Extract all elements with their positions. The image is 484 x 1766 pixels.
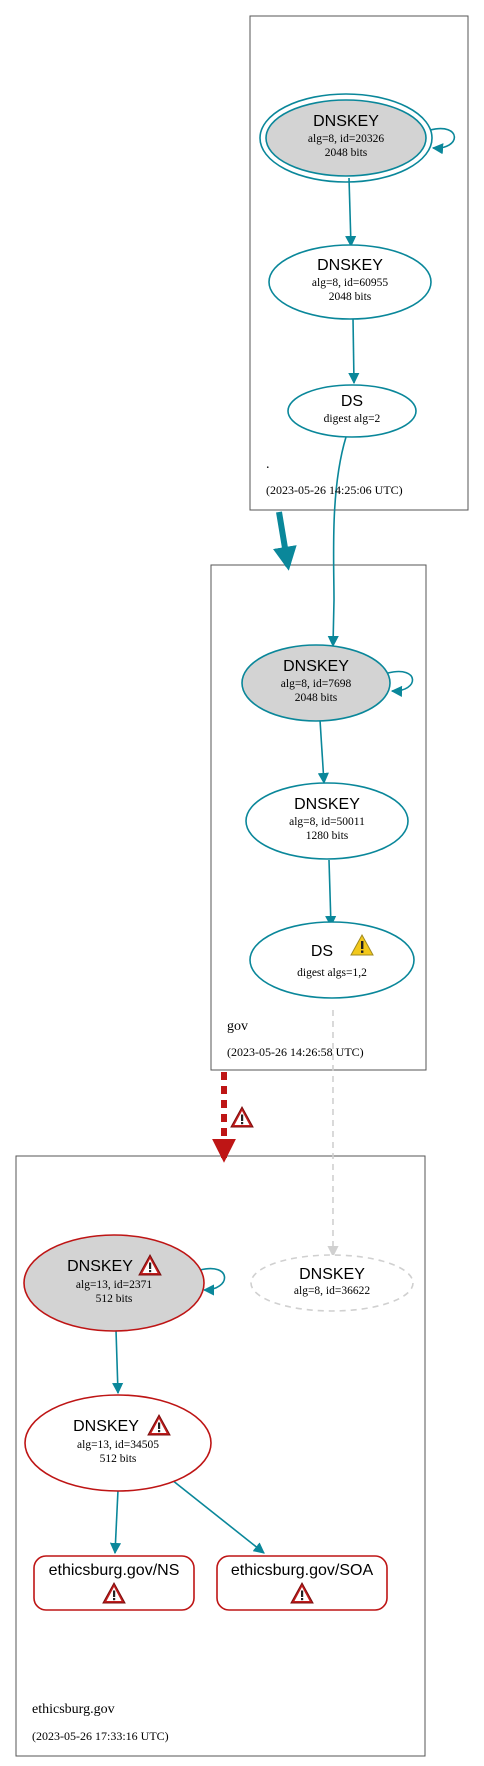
- edge-gov-ksk-zsk: [317, 719, 329, 785]
- node-root-ksk-bits: 2048 bits: [325, 147, 368, 159]
- error-icon: [102, 1581, 126, 1604]
- node-eth-zsk-bits: 512 bits: [100, 1453, 137, 1465]
- node-eth-soa-title: ethicsburg.gov/SOA: [231, 1562, 374, 1579]
- error-icon: [147, 1413, 171, 1436]
- node-root-ksk-alg: alg=8, id=20326: [308, 133, 384, 145]
- node-eth-zsk-alg: alg=13, id=34505: [77, 1439, 159, 1451]
- node-gov-ksk-alg: alg=8, id=7698: [281, 678, 352, 690]
- node-eth-zsk-title: DNSKEY: [73, 1418, 139, 1435]
- node-gov-ds[interactable]: DS digest algs=1,2: [249, 921, 415, 999]
- zone-ethicsburg-name: ethicsburg.gov: [32, 1702, 115, 1717]
- node-gov-zsk-title: DNSKEY: [294, 796, 360, 813]
- node-eth-ns[interactable]: ethicsburg.gov/NS: [33, 1555, 195, 1611]
- zone-box-gov: [210, 564, 427, 1071]
- edge-eth-zsk-ns: [109, 1489, 122, 1555]
- zone-gov-timestamp: (2023-05-26 14:26:58 UTC): [227, 1045, 364, 1059]
- zone-root-timestamp: (2023-05-26 14:25:06 UTC): [266, 483, 403, 497]
- error-icon: [290, 1581, 314, 1604]
- edge-gov-zsk-ds: [325, 859, 337, 928]
- node-gov-zsk[interactable]: DNSKEY alg=8, id=50011 1280 bits: [245, 782, 409, 860]
- node-gov-zsk-alg: alg=8, id=50011: [289, 816, 365, 828]
- node-eth-ksk-title: DNSKEY: [67, 1258, 133, 1275]
- node-eth-ksk-alg: alg=13, id=2371: [76, 1279, 152, 1291]
- zone-ethicsburg-timestamp: (2023-05-26 17:33:16 UTC): [32, 1729, 169, 1743]
- edge-eth-zsk-soa: [171, 1479, 265, 1554]
- zone-root-name: .: [266, 457, 270, 472]
- node-gov-ksk-title: DNSKEY: [283, 658, 349, 675]
- edge-root-ksk-zsk: [345, 177, 357, 248]
- node-gov-ksk[interactable]: DNSKEY alg=8, id=7698 2048 bits: [241, 644, 391, 722]
- node-root-zsk-bits: 2048 bits: [329, 291, 372, 303]
- edge-eth-ksk-zsk: [112, 1329, 124, 1395]
- node-gov-zsk-bits: 1280 bits: [306, 830, 349, 842]
- node-eth-missing-dnskey[interactable]: DNSKEY alg=8, id=36622: [250, 1254, 414, 1312]
- edge-root-zsk-ds: [348, 317, 360, 385]
- node-root-ds-alg: digest alg=2: [324, 413, 381, 425]
- node-root-ksk-title: DNSKEY: [313, 113, 379, 130]
- node-eth-soa[interactable]: ethicsburg.gov/SOA: [216, 1555, 388, 1611]
- node-root-ds[interactable]: DS digest alg=2: [287, 384, 417, 438]
- node-gov-ds-title: DS: [311, 943, 333, 960]
- node-gov-ds-alg: digest algs=1,2: [297, 967, 367, 979]
- zone-gov-name: gov: [227, 1019, 248, 1034]
- zone-box-root: [249, 15, 469, 511]
- warning-icon: [350, 933, 374, 956]
- node-root-zsk[interactable]: DNSKEY alg=8, id=60955 2048 bits: [268, 244, 432, 320]
- edge-eth-ksk-self: [199, 1267, 226, 1296]
- node-eth-missing-alg: alg=8, id=36622: [294, 1285, 370, 1297]
- node-eth-ns-title: ethicsburg.gov/NS: [49, 1562, 180, 1579]
- node-gov-ksk-bits: 2048 bits: [295, 692, 338, 704]
- edge-delegation-root-gov: [273, 511, 297, 571]
- node-root-zsk-alg: alg=8, id=60955: [312, 277, 388, 289]
- node-root-zsk-title: DNSKEY: [317, 257, 383, 274]
- edge-gov-ksk-self: [387, 670, 414, 697]
- node-eth-missing-title: DNSKEY: [299, 1266, 365, 1283]
- node-eth-ksk[interactable]: DNSKEY alg=13, id=2371 512 bits: [23, 1234, 205, 1332]
- node-eth-zsk[interactable]: DNSKEY alg=13, id=34505 512 bits: [24, 1394, 212, 1492]
- edge-root-ksk-self: [429, 127, 456, 155]
- node-root-ksk[interactable]: DNSKEY alg=8, id=20326 2048 bits: [259, 93, 433, 183]
- node-eth-ksk-bits: 512 bits: [96, 1293, 133, 1305]
- node-root-ds-title: DS: [341, 393, 363, 410]
- error-icon: [138, 1253, 162, 1276]
- edge-root-ds-gov-ksk: [327, 436, 347, 648]
- error-icon: [230, 1105, 254, 1128]
